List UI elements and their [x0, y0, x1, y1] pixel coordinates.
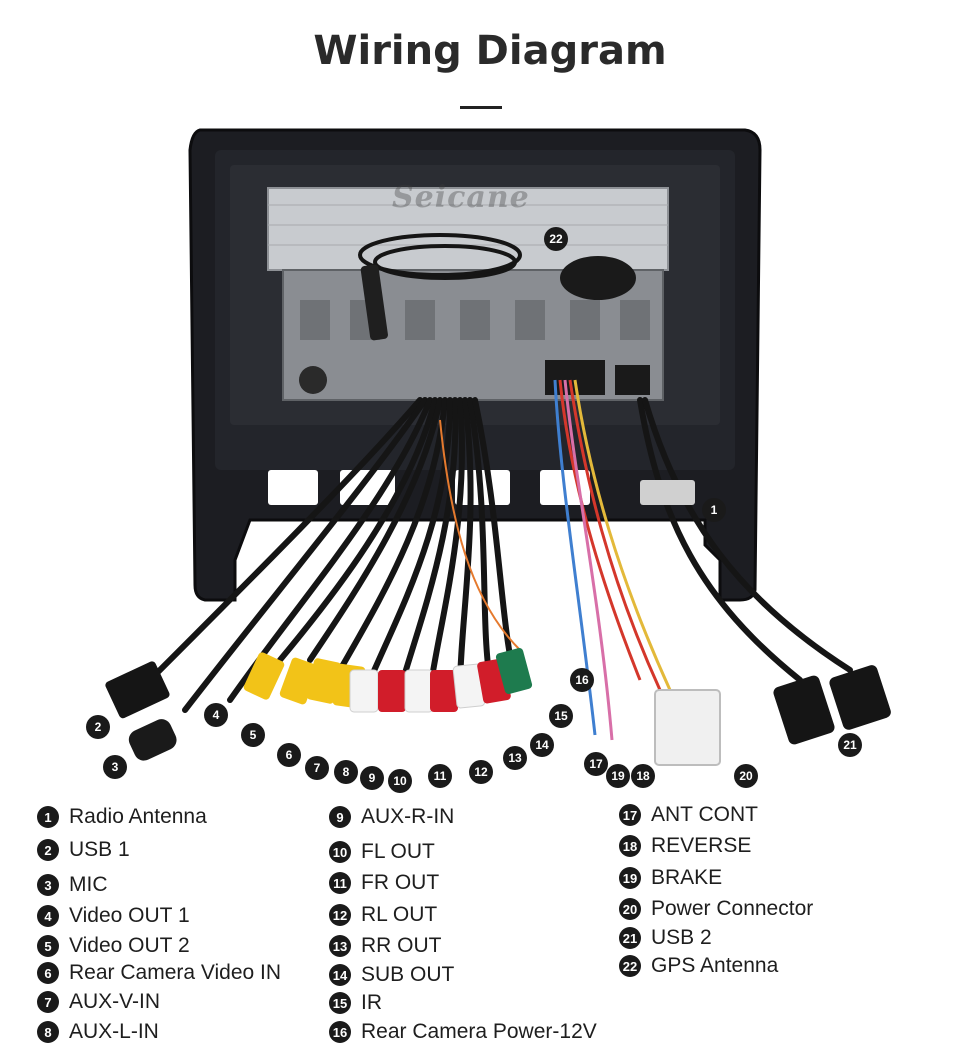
legend-item: 7 AUX-V-IN — [37, 989, 160, 1015]
legend-label: Radio Antenna — [69, 805, 207, 828]
legend-label: FL OUT — [361, 840, 435, 863]
legend-label: ANT CONT — [651, 803, 758, 826]
callout-2: 2 — [86, 715, 110, 739]
legend-label: RR OUT — [361, 934, 442, 957]
callout-17: 17 — [584, 752, 608, 776]
legend-item: 17 ANT CONT — [619, 802, 758, 828]
legend-item: 9 AUX-R-IN — [329, 804, 454, 830]
legend-number: 5 — [37, 935, 59, 957]
legend-number: 2 — [37, 839, 59, 861]
legend-number: 3 — [37, 874, 59, 896]
legend-label: Power Connector — [651, 897, 814, 920]
legend-label: Rear Camera Video IN — [69, 961, 282, 984]
legend-label: USB 1 — [69, 838, 130, 861]
legend-number: 20 — [619, 898, 641, 920]
callout-4: 4 — [204, 703, 228, 727]
legend-label: REVERSE — [651, 834, 752, 857]
callout-14: 14 — [530, 733, 554, 757]
callout-6: 6 — [277, 743, 301, 767]
callout-16: 16 — [570, 668, 594, 692]
legend-label: Video OUT 2 — [69, 934, 190, 957]
legend-label: AUX-V-IN — [69, 990, 161, 1013]
legend-item: 11 FR OUT — [329, 870, 439, 896]
legend-label: RL OUT — [361, 903, 438, 926]
legend-number: 16 — [329, 1021, 351, 1043]
legend-number: 14 — [329, 964, 351, 986]
legend-item: 8 AUX-L-IN — [37, 1019, 159, 1045]
legend-number: 18 — [619, 835, 641, 857]
callout-10: 10 — [388, 769, 412, 793]
callout-11: 11 — [428, 764, 452, 788]
legend-label: Video OUT 1 — [69, 904, 190, 927]
legend-item: 4 Video OUT 1 — [37, 903, 190, 929]
legend-number: 21 — [619, 927, 641, 949]
legend-label: Rear Camera Power-12V — [361, 1020, 597, 1043]
callout-15: 15 — [549, 704, 573, 728]
callout-8: 8 — [334, 760, 358, 784]
legend-number: 1 — [37, 806, 59, 828]
legend-item: 20 Power Connector — [619, 896, 813, 922]
legend-item: 3 MIC — [37, 872, 108, 898]
callout-13: 13 — [503, 746, 527, 770]
callout-12: 12 — [469, 760, 493, 784]
legend-item: 1 Radio Antenna — [37, 804, 207, 830]
legend-label: USB 2 — [651, 926, 712, 949]
legend-item: 6 Rear Camera Video IN — [37, 960, 281, 986]
wiring-diagram-illustration — [105, 128, 891, 766]
legend-item: 15 IR — [329, 990, 382, 1016]
legend-item: 14 SUB OUT — [329, 962, 454, 988]
legend-label: GPS Antenna — [651, 954, 779, 977]
legend-label: FR OUT — [361, 871, 440, 894]
callout-19: 19 — [606, 764, 630, 788]
legend-item: 12 RL OUT — [329, 902, 437, 928]
legend-number: 4 — [37, 905, 59, 927]
legend-number: 17 — [619, 804, 641, 826]
callout-9: 9 — [360, 766, 384, 790]
legend-number: 13 — [329, 935, 351, 957]
legend-item: 21 USB 2 — [619, 925, 712, 951]
callout-5: 5 — [241, 723, 265, 747]
legend-label: AUX-R-IN — [361, 805, 455, 828]
callout-18: 18 — [631, 764, 655, 788]
legend-item: 10 FL OUT — [329, 839, 435, 865]
legend-item: 18 REVERSE — [619, 833, 751, 859]
legend-label: AUX-L-IN — [69, 1020, 159, 1043]
callout-7: 7 — [305, 756, 329, 780]
title-underline — [460, 106, 502, 109]
legend-number: 22 — [619, 955, 641, 977]
legend-label: SUB OUT — [361, 963, 455, 986]
legend-item: 16 Rear Camera Power-12V — [329, 1019, 597, 1045]
callout-3: 3 — [103, 755, 127, 779]
legend-item: 19 BRAKE — [619, 865, 722, 891]
legend-number: 9 — [329, 806, 351, 828]
brand-watermark: Seicane — [392, 180, 530, 215]
legend-label: IR — [361, 991, 382, 1014]
legend-number: 6 — [37, 962, 59, 984]
legend-item: 13 RR OUT — [329, 933, 442, 959]
legend-number: 7 — [37, 991, 59, 1013]
callout-21: 21 — [838, 733, 862, 757]
callout-22: 22 — [544, 227, 568, 251]
page-title: Wiring Diagram — [313, 28, 667, 74]
legend-number: 11 — [329, 872, 351, 894]
legend-item: 5 Video OUT 2 — [37, 933, 190, 959]
legend-label: BRAKE — [651, 866, 723, 889]
callout-1: 1 — [702, 498, 726, 522]
callout-20: 20 — [734, 764, 758, 788]
legend-label: MIC — [69, 873, 108, 896]
legend-number: 10 — [329, 841, 351, 863]
legend-number: 15 — [329, 992, 351, 1014]
legend-number: 12 — [329, 904, 351, 926]
legend-item: 22 GPS Antenna — [619, 953, 778, 979]
legend-item: 2 USB 1 — [37, 837, 130, 863]
legend-number: 19 — [619, 867, 641, 889]
legend-number: 8 — [37, 1021, 59, 1043]
